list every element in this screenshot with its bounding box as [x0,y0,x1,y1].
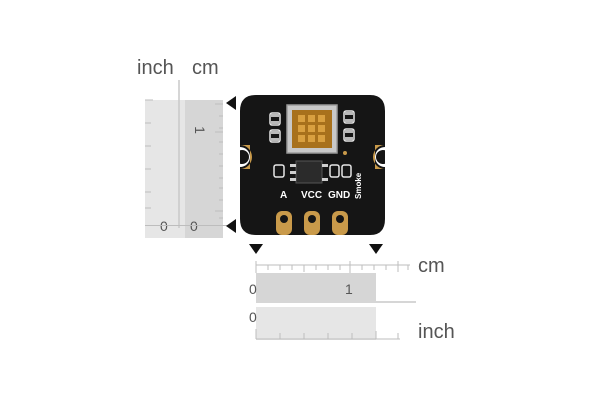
board-bottom-marker-icon [226,219,236,233]
horizontal-ruler-scale [255,261,416,340]
vertical-ruler-inch-zero: 0 [160,218,168,234]
silkscreen-label-vcc: VCC [301,190,323,201]
board-left-marker-icon [249,244,263,254]
horizontal-ruler-inch-zero: 0 [249,309,257,325]
horizontal-ruler-unit-inch: inch [418,321,455,343]
silkscreen-label-a: A [280,190,288,201]
pcb-board-graphic [235,95,390,235]
horizontal-ruler-unit-cm: cm [418,255,445,277]
board-right-marker-icon [369,244,383,254]
silkscreen-label-smoke: Smoke [354,172,363,199]
vertical-ruler-unit-inch: inch [137,57,174,79]
pcb-board: A VCC GND Smoke [235,95,390,235]
vertical-ruler-scale [145,80,223,238]
vertical-ruler-baseline [145,225,231,226]
horizontal-ruler-cm-zero: 0 [249,281,257,297]
silkscreen-label-gnd: GND [328,190,351,201]
board-top-marker-icon [226,96,236,110]
vertical-ruler-cm-zero: 0 [190,218,198,234]
horizontal-ruler-cm-one: 1 [345,281,353,297]
vertical-ruler-unit-cm: cm [192,57,219,79]
vertical-ruler-cm-one: 1 [191,126,208,134]
